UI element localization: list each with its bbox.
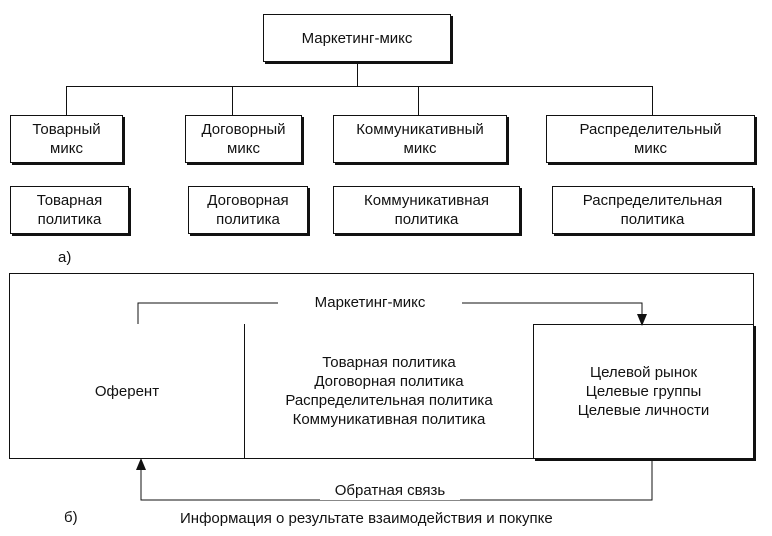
oferent-box: Оферент (9, 324, 245, 459)
branch-connector-1 (66, 86, 67, 115)
mix-label: Товарный микс (32, 121, 101, 157)
policy-label: Договорная политика (207, 192, 289, 228)
root-label: Маркетинг-микс (301, 29, 413, 47)
policy-label: Коммуникативная политика (364, 192, 489, 228)
branch-connector-3 (418, 86, 419, 115)
targets-label: Целевой рынок Целевые группы Целевые лич… (577, 364, 710, 419)
targets-box: Целевой рынок Целевые группы Целевые лич… (533, 324, 754, 459)
mix-box-communication: Коммуникативный микс (333, 115, 507, 163)
policy-label: Товарная политика (36, 192, 103, 228)
oferent-label: Оферент (94, 382, 160, 400)
feedback-caption: Информация о результате взаимодействия и… (180, 510, 553, 527)
horizontal-connector (66, 86, 653, 87)
diagram-b-label: б) (64, 509, 78, 526)
policy-box-distribution: Распределительная политика (552, 186, 753, 234)
policies-box: Товарная политика Договорная политика Ра… (244, 324, 534, 459)
branch-connector-2 (232, 86, 233, 115)
policy-box-product: Товарная политика (10, 186, 129, 234)
feedback-arrow-head (136, 458, 146, 470)
mix-box-contract: Договорный микс (185, 115, 302, 163)
policies-label: Товарная политика Договорная политика Ра… (285, 354, 493, 428)
mix-label: Коммуникативный микс (356, 121, 484, 157)
header-label: Маркетинг-микс (280, 293, 460, 312)
root-box-marketing-mix: Маркетинг-микс (263, 14, 451, 62)
mix-label: Договорный микс (201, 121, 286, 157)
policy-box-communication: Коммуникативная политика (333, 186, 520, 234)
feedback-label: Обратная связь (320, 481, 460, 500)
policy-box-contract: Договорная политика (188, 186, 308, 234)
mix-box-distribution: Распределительный микс (546, 115, 755, 163)
mix-label: Распределительный микс (579, 121, 722, 157)
mix-box-product: Товарный микс (10, 115, 123, 163)
policy-label: Распределительная политика (582, 192, 723, 228)
root-connector (357, 62, 358, 86)
diagram-a-label: а) (58, 249, 72, 266)
branch-connector-4 (652, 86, 653, 115)
